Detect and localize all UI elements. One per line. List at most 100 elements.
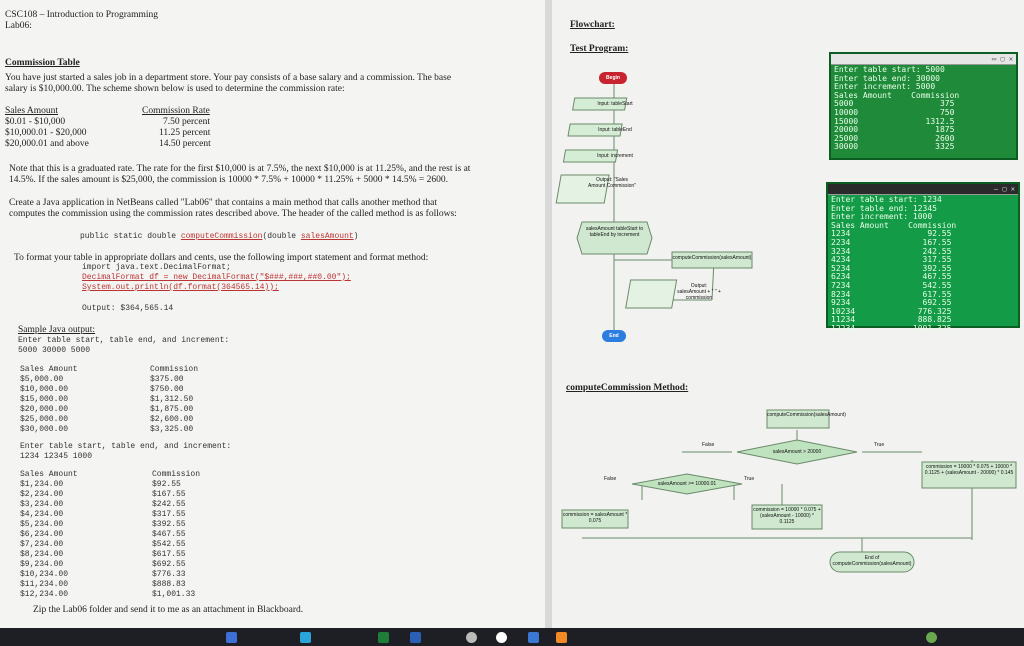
format-instruction: To format your table in appropriate doll… — [14, 253, 429, 263]
taskbar-app-icon[interactable] — [496, 632, 507, 643]
method-header-suffix: (double — [262, 232, 301, 241]
flow-begin — [599, 72, 627, 84]
method-header-param: salesAmount — [300, 232, 354, 241]
method-header-prefix: public static double — [80, 232, 181, 241]
sample1-header-sales: Sales Amount — [20, 365, 78, 374]
flow-decision-2 — [631, 473, 743, 495]
flow-true-1: True — [874, 442, 885, 448]
flow-decision-1 — [736, 439, 858, 465]
taskbar-app-icon[interactable] — [378, 632, 389, 643]
word-icon[interactable] — [410, 632, 421, 643]
console-window-2[interactable]: – ▢ ✕ Enter table start: 1234 Enter tabl… — [826, 182, 1020, 333]
sample1-commission-cell: $3,325.00 — [150, 425, 194, 434]
create-line-2: computes the commission using the commis… — [9, 209, 457, 219]
sample2-commission-column: $92.55$167.55$242.55$317.55$392.55$467.5… — [152, 480, 195, 600]
intro-line-1: You have just started a sales job in a d… — [5, 73, 452, 83]
flow-input3-label: Input: increment — [597, 153, 633, 159]
sample2-sales-cell: $4,234.00 — [20, 510, 64, 519]
sample2-sales-cell: $10,234.00 — [20, 570, 69, 579]
console-window-1[interactable]: ▭ ▢ ✕ Enter table start: 5000 Enter tabl… — [829, 52, 1018, 160]
sample2-commission-cell: $467.55 — [152, 530, 186, 539]
console-window-2-titlebar[interactable]: – ▢ ✕ — [828, 184, 1018, 195]
method-title: computeCommission Method: — [566, 383, 689, 393]
sample2-sales-cell: $2,234.00 — [20, 490, 64, 499]
sample1-sales-cell: $5,000.00 — [20, 375, 64, 384]
flow-output-row — [625, 279, 678, 309]
rate-header-sales: Sales Amount — [5, 106, 59, 116]
console-2-output: Enter table start: 1234 Enter table end:… — [831, 195, 957, 333]
flow-process-3 — [561, 509, 629, 529]
flow-p2-label: commission = 10000 * 0.075 + (salesAmoun… — [753, 507, 821, 525]
sample2-commission-cell: $92.55 — [152, 480, 181, 489]
sample2-header-sales: Sales Amount — [20, 470, 78, 479]
sample1-sales-cell: $10,000.00 — [20, 385, 69, 394]
sample2-commission-cell: $392.55 — [152, 520, 186, 529]
flow-loop — [576, 221, 653, 255]
flow-process-2 — [751, 504, 823, 530]
sample1-sales-column: $5,000.00$10,000.00$15,000.00$20,000.00$… — [20, 375, 68, 435]
rate-row-1-rate: 7.50 percent — [163, 117, 210, 127]
taskbar-app-icon[interactable] — [226, 632, 237, 643]
flow-call-label: computeCommission(salesAmount) — [672, 255, 752, 261]
flow-begin-label: Begin — [606, 75, 620, 81]
sample1-sales-cell: $20,000.00 — [20, 405, 69, 414]
netbeans-icon[interactable] — [556, 632, 567, 643]
window-controls-icon[interactable]: – ▢ ✕ — [993, 185, 1015, 193]
rate-row-3-rate: 14.50 percent — [159, 139, 211, 149]
code-import: import java.text.DecimalFormat; — [82, 263, 231, 272]
console-window-1-titlebar[interactable]: ▭ ▢ ✕ — [831, 54, 1016, 65]
taskbar-app-icon[interactable] — [466, 632, 477, 643]
code-println: System.out.println(df.format(364565.14))… — [82, 283, 279, 292]
create-line-1: Create a Java application in NetBeans ca… — [9, 198, 437, 208]
sample2-commission-cell: $167.55 — [152, 490, 186, 499]
sample1-commission-cell: $750.00 — [150, 385, 184, 394]
sample2-input: 1234 12345 1000 — [20, 452, 93, 461]
window-controls-icon[interactable]: ▭ ▢ ✕ — [991, 55, 1013, 63]
sample1-header-comm: Commission — [150, 365, 199, 374]
flow-m-end-label: End of computeCommission(salesAmount) — [832, 555, 912, 567]
course-title: CSC108 – Introduction to Programming — [5, 10, 159, 20]
sample2-sales-cell: $11,234.00 — [20, 580, 69, 589]
lab-label: Lab06: — [5, 21, 32, 31]
test-program-title: Test Program: — [570, 44, 629, 54]
sample2-commission-cell: $542.55 — [152, 540, 186, 549]
flow-end — [602, 330, 626, 342]
rate-row-1-sales: $0.01 - $10,000 — [5, 117, 66, 127]
rate-row-2-sales: $10,000.01 - $20,000 — [5, 128, 87, 138]
tray-icon[interactable] — [926, 632, 937, 643]
flow-call — [671, 251, 753, 269]
sample1-sales-cell: $25,000.00 — [20, 415, 69, 424]
document-page-left: CSC108 – Introduction to Programming Lab… — [0, 0, 545, 628]
sample1-commission-cell: $1,312.50 — [150, 395, 194, 404]
flow-m-end — [829, 551, 915, 573]
sample1-commission-cell: $1,875.00 — [150, 405, 194, 414]
console-1-output: Enter table start: 5000 Enter table end:… — [834, 65, 960, 152]
flowchart-diagram — [555, 72, 1017, 573]
rate-row-3-sales: $20,000.01 and above — [5, 139, 89, 149]
code-output: Output: $364,565.14 — [82, 304, 174, 313]
taskbar-app-icon[interactable] — [528, 632, 539, 643]
note-line-1: Note that this is a graduated rate. The … — [9, 164, 471, 174]
taskbar-app-icon[interactable] — [300, 632, 311, 643]
intro-line-2: salary is $10,000.00. The scheme shown b… — [5, 84, 345, 94]
sample1-sales-cell: $15,000.00 — [20, 395, 69, 404]
sample2-sales-cell: $6,234.00 — [20, 530, 64, 539]
sample2-sales-cell: $3,234.00 — [20, 500, 64, 509]
flow-input-tableend — [567, 123, 623, 137]
sample2-commission-cell: $888.83 — [152, 580, 186, 589]
sample1-prompt: Enter table start, table end, and increm… — [18, 336, 230, 345]
sample2-commission-cell: $692.55 — [152, 560, 186, 569]
flow-loop-label: salesAmount tableStart to tableEnd by in… — [585, 226, 644, 238]
sample1-commission-cell: $2,600.00 — [150, 415, 194, 424]
flowchart-title: Flowchart: — [570, 20, 615, 30]
section-title: Commission Table — [5, 58, 80, 68]
sample1-commission-column: $375.00$750.00$1,312.50$1,875.00$2,600.0… — [150, 375, 193, 435]
code-decimalformat: DecimalFormat df = new DecimalFormat("$#… — [82, 273, 351, 282]
sample2-commission-cell: $776.33 — [152, 570, 186, 579]
footer-instruction: Zip the Lab06 folder and send it to me a… — [33, 605, 304, 615]
method-header-name: computeCommission — [180, 232, 263, 241]
flow-output-header — [555, 174, 610, 204]
sample1-sales-cell: $30,000.00 — [20, 425, 69, 434]
flow-end-label: End — [609, 333, 619, 339]
sample1-input: 5000 30000 5000 — [18, 346, 91, 355]
